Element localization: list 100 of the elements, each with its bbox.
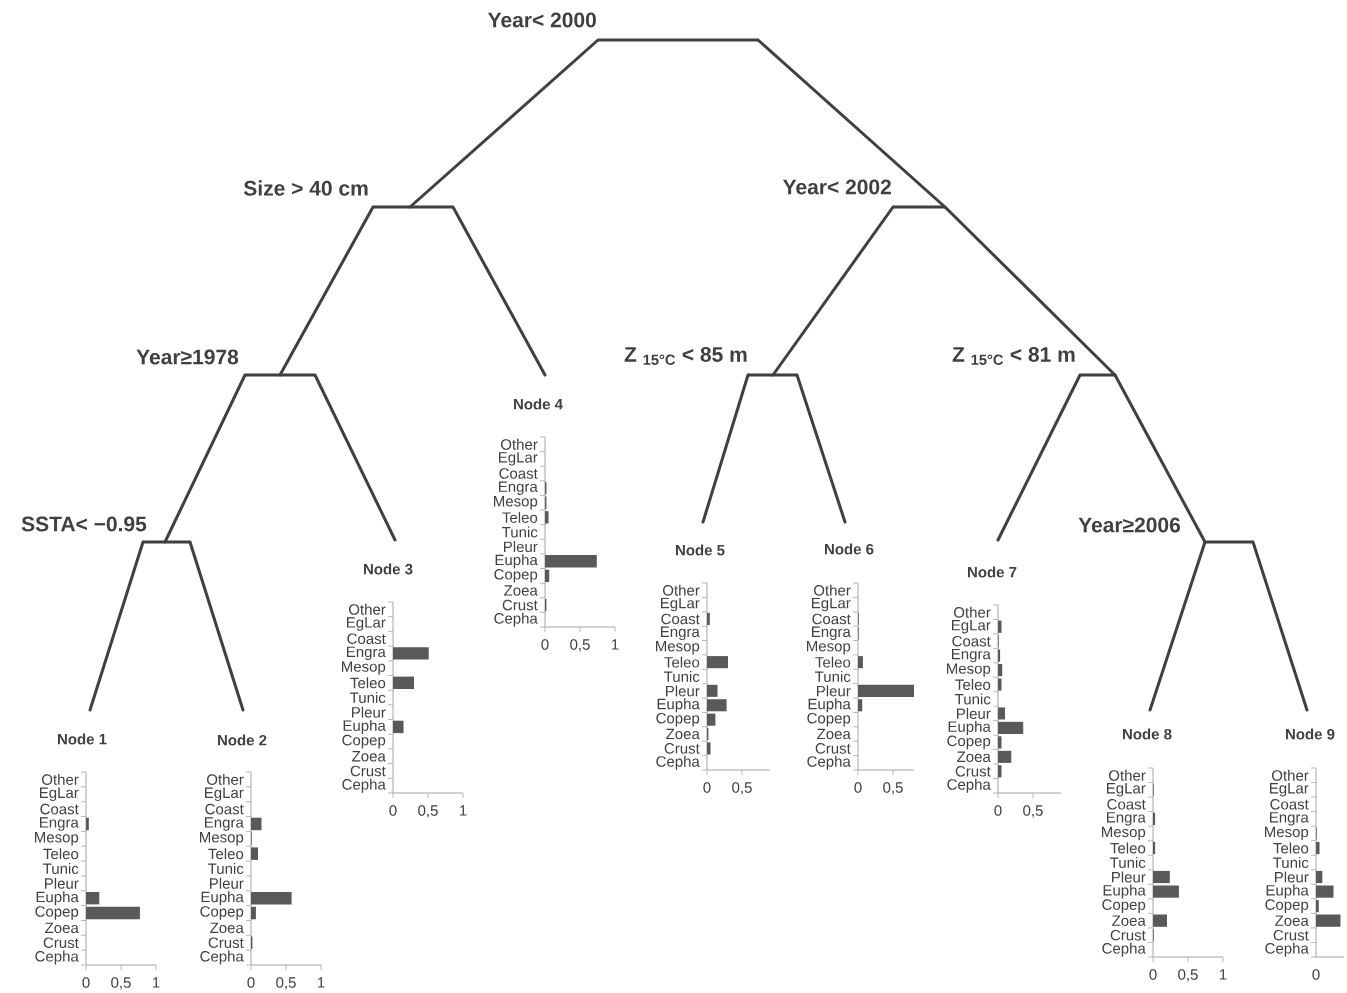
category-label: Tunic [502,526,538,538]
category-label: Eupha [1103,884,1146,899]
tick-label: 1 [318,977,325,988]
category-label: Copep [1265,899,1309,913]
tree-branch [408,38,600,209]
tick-label: 0,5 [111,977,131,990]
category-label: EgLar [1270,783,1309,797]
tick-label: 0 [247,977,255,988]
category-label: Engra [1270,812,1309,826]
category-label: Mesop [200,832,244,846]
category-label: Engra [499,481,538,495]
category-label: Pleur [352,706,386,718]
category-label: Zoea [504,585,538,596]
category-label: Engra [205,817,244,831]
category-label: Engra [347,646,386,661]
category-label: Tunic [955,693,991,705]
category-label: Pleur [957,708,991,719]
tree-branch [313,373,397,542]
category-label: Zoea [210,922,244,934]
category-label: Copep [656,712,700,727]
category-label: Other [1109,769,1146,781]
category-label: Crust [1110,929,1146,941]
node-title: Node 8 [1123,728,1172,740]
category-label: Engra [812,626,851,640]
node-title: Node 3 [364,563,413,575]
category-label: EgLar [40,787,79,801]
category-label: Cepha [342,778,386,793]
node-title: Node 7 [968,566,1017,578]
tree-branch [1148,540,1207,712]
category-label: Eupha [201,891,244,906]
category-label: Pleur [1275,871,1309,883]
category-label: Copep [35,906,79,920]
tick-label: 0 [1312,969,1320,980]
category-label: Pleur [45,877,79,889]
split-label: SSTA< −0.95 [21,516,147,532]
tree-branch [701,373,750,524]
category-label: Teleo [955,679,991,690]
split-label: Year< 2002 [782,179,891,195]
category-label: Pleur [666,685,700,697]
category-label: Cepha [200,950,244,965]
category-label: Cepha [807,755,851,770]
category-label: Zoea [1275,915,1309,926]
category-label: EgLar [347,617,386,631]
category-label: Copep [1102,899,1146,913]
category-label: Mesop [35,832,79,846]
tree-branch [88,540,145,712]
category-label: Coast [812,613,851,625]
category-label: Eupha [343,719,386,734]
category-label: Other [349,603,386,615]
category-label: Coast [347,633,386,644]
tick-label: 1 [153,977,160,988]
split-label: Year≥1978 [136,349,239,365]
tick-label: 1 [612,639,619,650]
split-label: Z $_{15°C}$ < 85 m [624,347,747,365]
category-label: Coast [1107,799,1146,810]
tree-branch [756,38,947,209]
category-label: Tunic [1273,857,1309,868]
category-label: Teleo [1110,842,1146,854]
category-label: Crust [502,599,538,611]
node-title: Node 1 [58,733,107,745]
tick-label: 1 [1220,969,1227,980]
category-label: Coast [40,803,79,815]
category-label: Crust [1273,929,1309,941]
category-label: Copep [200,906,244,920]
tick-label: 1 [460,805,467,816]
split-label: Size > 40 cm [243,180,368,196]
category-label: Crust [664,743,700,754]
category-label: Engra [40,817,79,831]
category-label: Pleur [504,541,538,553]
category-label: Teleo [664,656,700,668]
tick-label: 0 [703,782,711,793]
category-label: Engra [952,648,991,663]
tree-branch [188,540,245,712]
category-label: Copep [807,712,851,727]
category-label: Teleo [208,848,244,860]
tick-label: 0 [854,782,862,793]
category-label: Tunic [43,863,79,874]
category-label: Other [42,773,79,785]
category-label: Cepha [1102,942,1146,957]
category-label: EgLar [1107,783,1146,797]
category-label: Zoea [45,922,79,934]
tick-label: 0 [541,639,549,650]
tree-branch [795,373,847,524]
category-label: EgLar [952,620,991,634]
category-label: Cepha [1265,942,1309,957]
category-label: Cepha [656,755,700,770]
tree-branch [943,205,1117,377]
category-label: Cepha [35,950,79,965]
category-label: Eupha [657,698,700,713]
tree-branch [278,205,375,377]
tick-label: 0,5 [732,782,752,795]
category-label: Engra [1107,812,1146,826]
category-label: Teleo [350,677,386,689]
node-title: Node 4 [514,398,563,410]
category-label: EgLar [205,787,244,801]
tree-branch [1113,373,1207,544]
category-label: EgLar [499,452,538,466]
tree-branch [163,373,247,544]
category-label: Mesop [807,641,851,655]
category-label: Mesop [494,496,538,510]
